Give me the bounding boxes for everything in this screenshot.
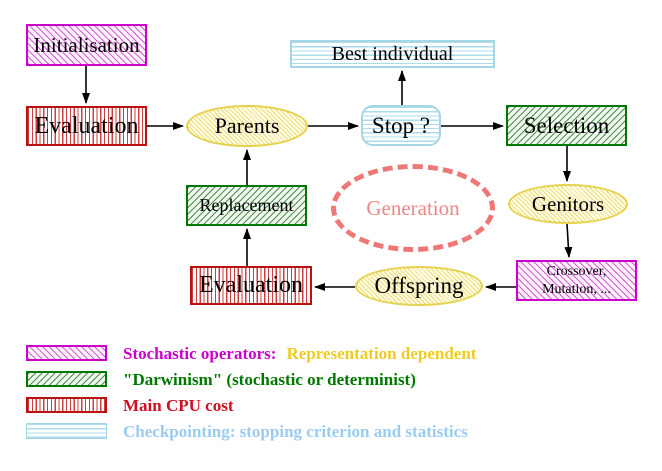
- node-initialisation: Initialisation: [26, 24, 147, 66]
- node-genitors: Genitors: [508, 184, 628, 224]
- cyan-horizontal-stripes-swatch: [26, 423, 107, 439]
- node-best-individual: Best individual: [290, 40, 495, 68]
- node-selection: Selection: [506, 105, 627, 146]
- arrow-genitors-to-crossover: [564, 223, 573, 258]
- node-offspring: Offspring: [355, 266, 483, 306]
- node-evaluation-top: Evaluation: [26, 106, 147, 146]
- crossover-line2: Mutation, ...: [542, 281, 611, 297]
- legend-checkpointing-label: Checkpointing: stopping criterion and st…: [123, 422, 468, 441]
- crossover-line1: Crossover,: [546, 264, 607, 279]
- legend-main-cpu-cost-label: Main CPU cost: [123, 396, 234, 415]
- legend-stochastic-operators-label: Stochastic operators:: [123, 344, 277, 363]
- legend-representation-dependent-label: Representation dependent: [286, 344, 477, 363]
- node-parents: Parents: [186, 105, 308, 147]
- node-crossover-mutation: Crossover, Mutation, ...: [516, 260, 637, 301]
- legend-darwinism-label: "Darwinism" (stochastic or determinist): [123, 370, 416, 389]
- generation-cycle-ellipse: Generation: [331, 164, 495, 252]
- green-diagonal-hatch-swatch: [26, 371, 107, 387]
- legend-stochastic-operators: Stochastic operators: Representation depe…: [123, 344, 476, 364]
- node-stop: Stop ?: [361, 105, 441, 146]
- red-vertical-stripes-swatch: [26, 397, 107, 413]
- node-replacement: Replacement: [186, 185, 307, 226]
- magenta-diagonal-hatch-swatch: [26, 345, 107, 361]
- node-evaluation-bottom: Evaluation: [190, 266, 312, 305]
